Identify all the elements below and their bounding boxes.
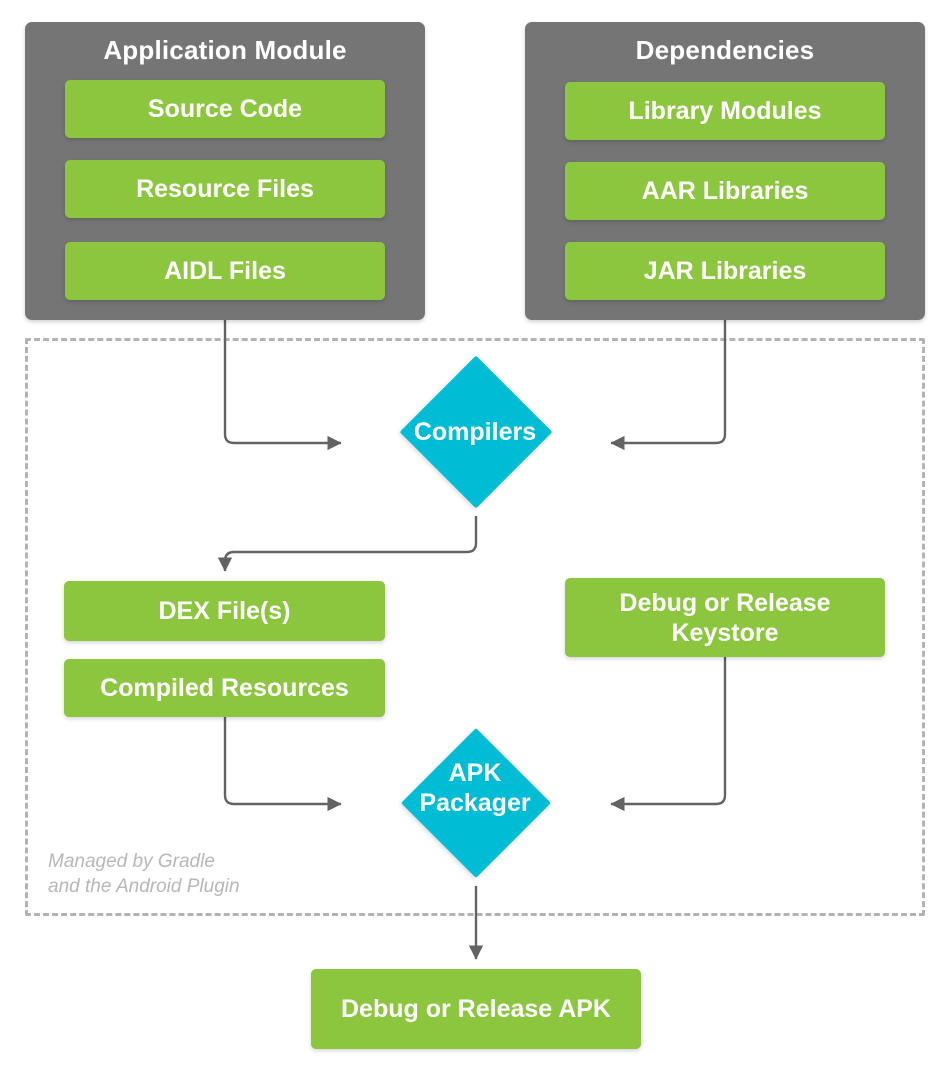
group-title-dependencies: Dependencies	[635, 35, 815, 65]
chip-debug-or-release-keystore: Debug or Release Keystore	[565, 578, 885, 657]
chip-resource-files: Resource Files	[65, 160, 385, 218]
chip-library-modules: Library Modules	[565, 82, 885, 140]
chip-jar-libraries: JAR Libraries	[565, 242, 885, 300]
chip-aar-libraries: AAR Libraries	[565, 162, 885, 220]
chip-dex-files: DEX File(s)	[64, 581, 385, 641]
group-title-application-module: Application Module	[103, 35, 347, 65]
chip-debug-or-release-apk: Debug or Release APK	[311, 969, 641, 1049]
chip-source-code: Source Code	[65, 80, 385, 138]
managed-by-gradle-note: Managed by Gradle and the Android Plugin	[48, 851, 240, 897]
chip-compiled-resources: Compiled Resources	[64, 659, 385, 717]
process-compilers-label: Compilers	[413, 418, 537, 446]
chip-aidl-files: AIDL Files	[65, 242, 385, 300]
process-apk-packager-label: APK Packager	[419, 759, 531, 817]
